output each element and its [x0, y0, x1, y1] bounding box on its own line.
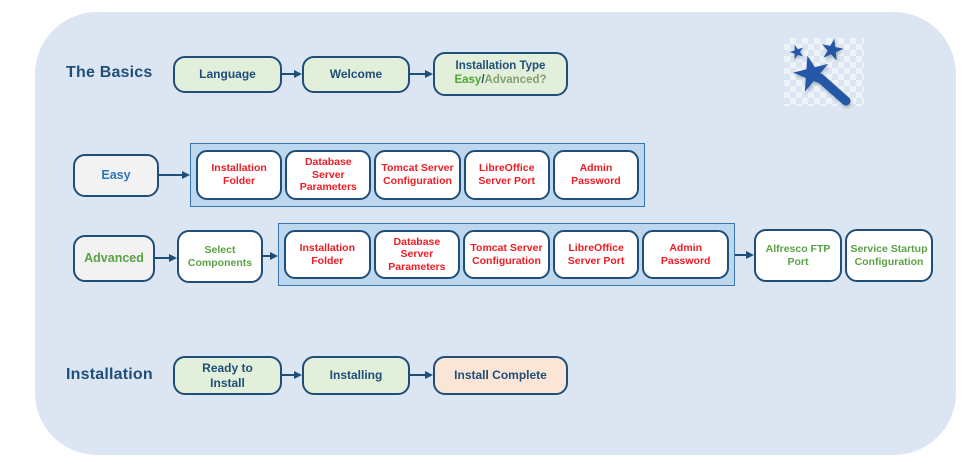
- arrow-advanced-select-components: [155, 257, 169, 260]
- node-installation-type: Installation Type Easy/Advanced?: [433, 52, 568, 96]
- section-label-installation: Installation: [66, 366, 153, 383]
- node-language: Language: [173, 56, 282, 93]
- easy-steps-container: Installation Folder Database Server Para…: [190, 143, 645, 207]
- installation-type-title: Installation Type: [455, 60, 546, 73]
- magic-wand-icon: [787, 36, 851, 106]
- step-tomcat-server-configuration: Tomcat Server Configuration: [374, 150, 461, 200]
- node-ready-to-install: Ready to Install: [173, 356, 282, 395]
- node-install-complete: Install Complete: [433, 356, 568, 395]
- step-tomcat-server-configuration: Tomcat Server Configuration: [463, 230, 550, 279]
- choice-easy: Easy: [454, 74, 482, 86]
- arrow-welcome-installation-type: [410, 73, 425, 76]
- advanced-steps-container: Installation Folder Database Server Para…: [278, 223, 735, 286]
- step-database-server-parameters: Database Server Parameters: [373, 230, 461, 279]
- step-admin-password: Admin Password: [642, 230, 729, 279]
- step-libreoffice-server-port: LibreOffice Server Port: [463, 150, 550, 200]
- arrow-ready-installing: [282, 374, 294, 377]
- arrow-select-components-steps: [263, 255, 270, 258]
- node-service-startup-configuration: Service Startup Configuration: [845, 229, 933, 282]
- installation-type-choice: Easy/Advanced?: [454, 74, 546, 88]
- step-admin-password: Admin Password: [552, 150, 640, 200]
- arrow-language-welcome: [282, 73, 294, 76]
- node-welcome: Welcome: [302, 56, 410, 93]
- node-advanced: Advanced: [73, 235, 155, 282]
- section-label-basics: The Basics: [66, 64, 153, 81]
- arrow-steps-ftp-port: [735, 254, 746, 257]
- node-alfresco-ftp-port: Alfresco FTP Port: [754, 229, 842, 282]
- node-easy: Easy: [73, 154, 159, 197]
- choice-advanced: Advanced?: [484, 74, 547, 86]
- step-libreoffice-server-port: LibreOffice Server Port: [552, 230, 640, 279]
- arrow-easy-steps: [159, 174, 182, 177]
- arrow-installing-complete: [410, 374, 425, 377]
- choice-slash: /: [481, 74, 485, 86]
- step-installation-folder: Installation Folder: [196, 150, 283, 200]
- node-select-components: Select Components: [177, 230, 263, 283]
- step-database-server-parameters: Database Server Parameters: [285, 150, 372, 200]
- node-installing: Installing: [302, 356, 410, 395]
- step-installation-folder: Installation Folder: [284, 230, 371, 279]
